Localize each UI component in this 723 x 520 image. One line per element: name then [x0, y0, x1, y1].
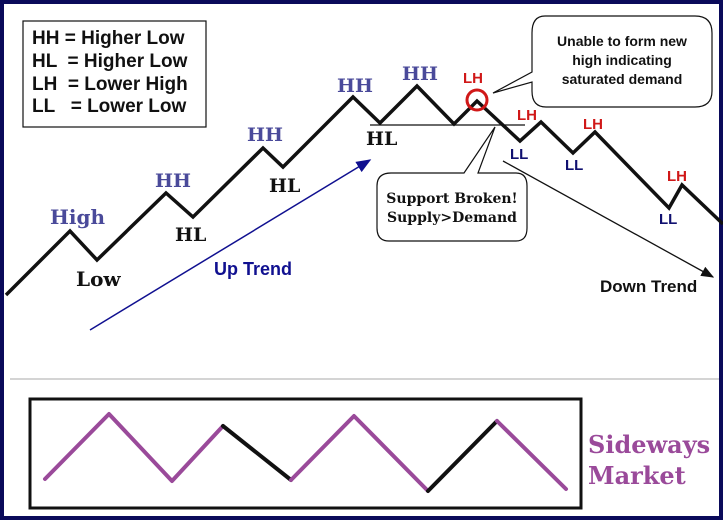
label-ll: LL	[565, 157, 583, 174]
callout-line: Supply>Demand	[387, 210, 517, 226]
lower-high-marker	[465, 88, 489, 112]
label-hh: HH	[402, 63, 438, 85]
callout-line: saturated demand	[562, 71, 683, 87]
legend-box	[22, 20, 207, 128]
price-path	[4, 83, 723, 297]
label-hh: HH	[155, 170, 191, 192]
label-high: High	[50, 205, 105, 229]
label-hh: HH	[247, 124, 283, 146]
uptrend-label: Up Trend	[214, 259, 292, 279]
uptrend-arrow	[89, 159, 372, 331]
callout-saturated-demand: Unable to form new high indicating satur…	[492, 15, 713, 108]
legend-item: LL = Lower Low	[32, 96, 187, 117]
legend-item: LH = Lower High	[32, 74, 188, 95]
sideways-title: Market	[588, 461, 686, 490]
label-low: Low	[76, 267, 121, 291]
callout-line: high indicating	[572, 52, 672, 68]
label-lh: LH	[463, 70, 483, 87]
label-lh: LH	[667, 168, 687, 185]
label-ll: LL	[510, 146, 528, 163]
label-hl: HL	[366, 128, 397, 150]
downtrend-label: Down Trend	[600, 277, 697, 296]
callout-support-broken: Support Broken! Supply>Demand	[376, 126, 528, 242]
label-lh: LH	[583, 116, 603, 133]
sideways-path	[43, 412, 568, 493]
callout-line: Unable to form new	[557, 33, 687, 49]
legend-item: HL = Higher Low	[32, 51, 188, 72]
label-hl: HL	[175, 224, 206, 246]
label-hl: HL	[269, 175, 300, 197]
callout-line: Support Broken!	[386, 191, 517, 207]
sideways-box	[28, 397, 583, 510]
label-lh: LH	[517, 107, 537, 124]
label-ll: LL	[659, 211, 677, 228]
downtrend-arrow	[502, 160, 715, 278]
sideways-title: Sideways	[588, 430, 710, 459]
label-hh: HH	[337, 75, 373, 97]
legend-item: HH = Higher Low	[32, 28, 185, 49]
